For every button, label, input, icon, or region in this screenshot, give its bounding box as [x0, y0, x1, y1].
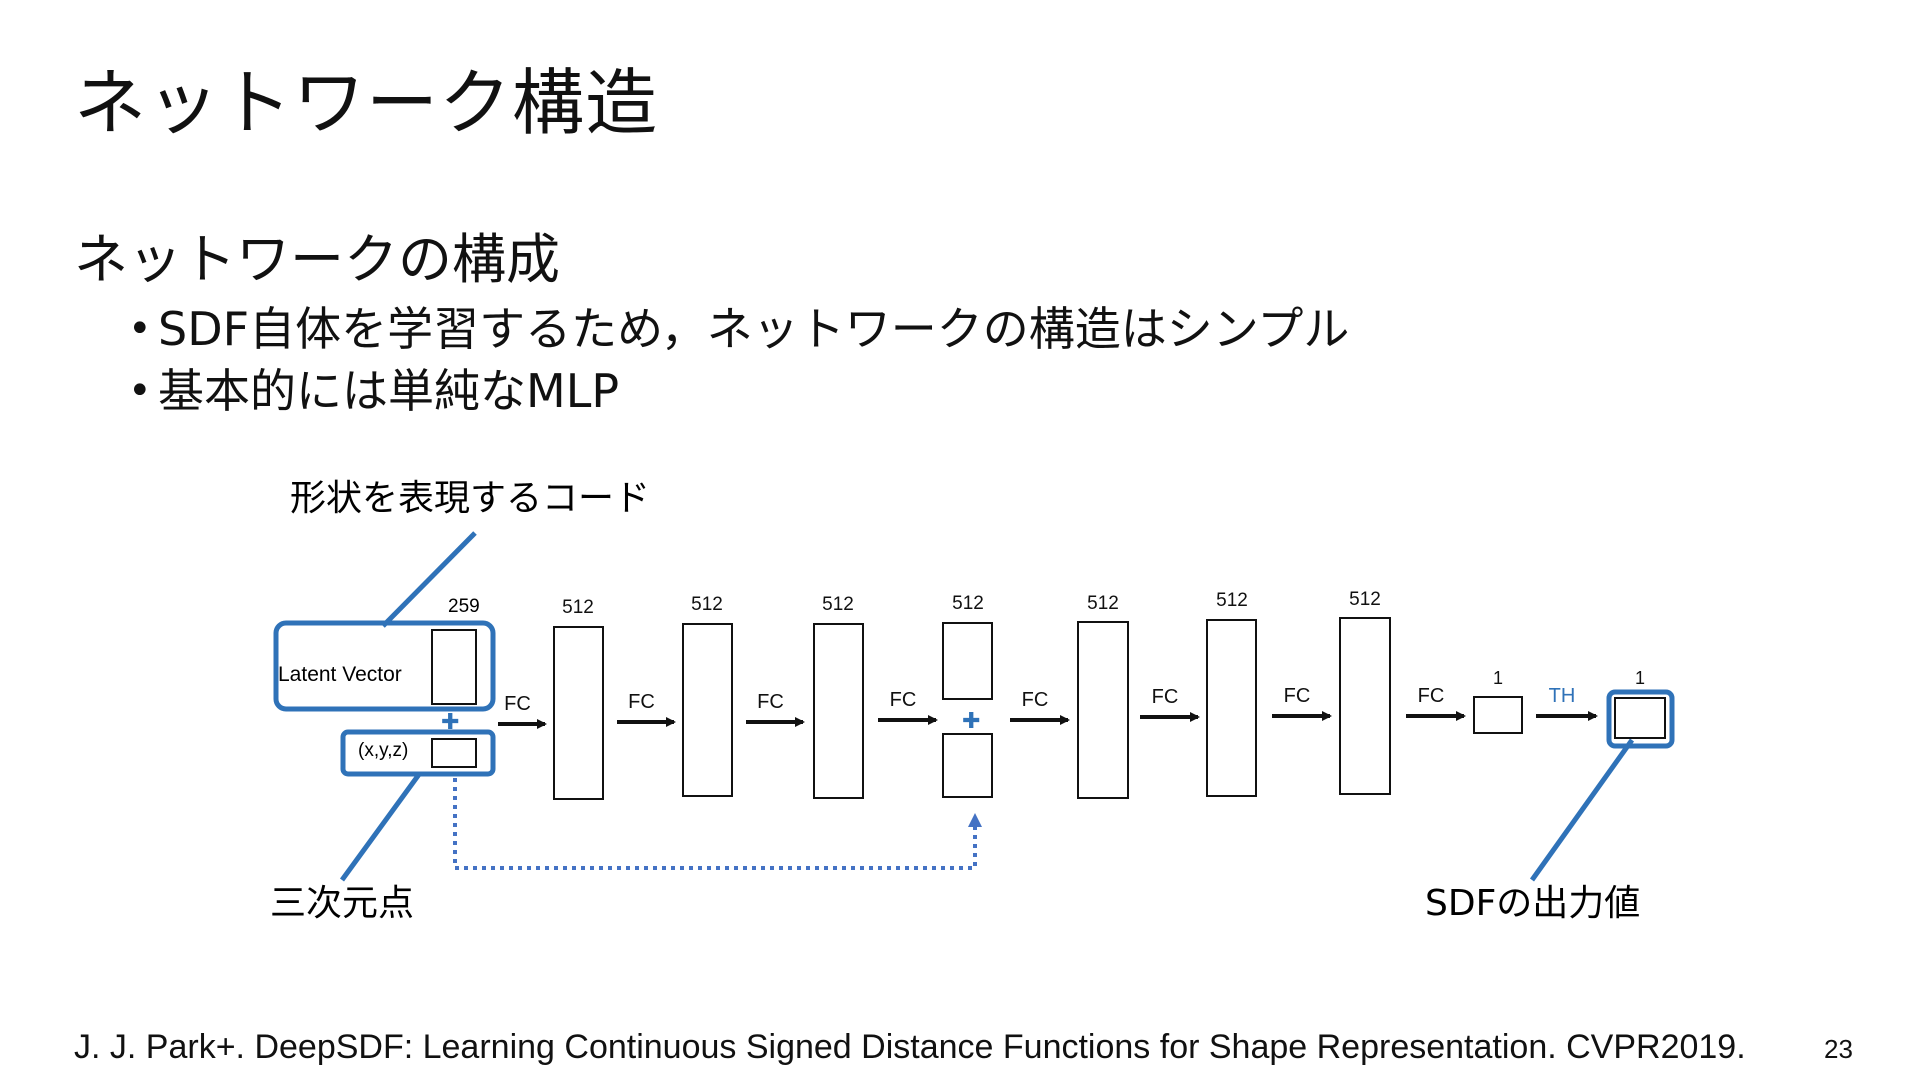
- fc-label: FC: [1418, 685, 1445, 707]
- layer-dim-label: 1: [1635, 668, 1645, 688]
- callout-latent-code: 形状を表現するコード: [290, 478, 650, 519]
- skip-layer-box-bottom: [942, 733, 993, 798]
- bullet-dot-icon: •: [128, 306, 152, 352]
- sdf-output-highlight: [1606, 689, 1675, 749]
- layer-stack: FC FC FC FC FC FC FC FC TH 512 512 512 512 512 512 512 1…: [498, 589, 1666, 800]
- xyz-label: (x,y,z): [358, 740, 408, 761]
- fc-label: FC: [1152, 686, 1179, 708]
- bullet-text: SDF自体を学習するため，ネットワークの構造はシンプル: [158, 302, 1350, 356]
- latent-vector-highlight: [273, 620, 496, 712]
- layer-dim-label: 512: [691, 594, 723, 615]
- fc-label: FC: [757, 691, 784, 713]
- bullet-item: • SDF自体を学習するため，ネットワークの構造はシンプル: [128, 298, 1349, 360]
- callout-sdf-output: SDFの出力値: [1425, 883, 1640, 924]
- fc-output-box: [1473, 696, 1523, 734]
- citation: J. J. Park+. DeepSDF: Learning Continuou…: [74, 1028, 1746, 1066]
- fc-label: FC: [628, 691, 655, 713]
- fc-label: FC: [890, 689, 917, 711]
- latent-vector-box: [431, 629, 477, 705]
- fc-layer-box: [1077, 621, 1129, 799]
- concat-plus-icon: ✚: [441, 709, 459, 734]
- fc-layer-box: [813, 623, 864, 799]
- latent-dim-label: 259: [448, 596, 480, 617]
- fc-label: FC: [1022, 689, 1049, 711]
- bullet-list: • SDF自体を学習するため，ネットワークの構造はシンプル • 基本的には単純な…: [128, 298, 1349, 422]
- callout-3d-point: 三次元点: [270, 883, 414, 924]
- fc-layer-box: [553, 626, 604, 800]
- page-number: 23: [1824, 1034, 1853, 1064]
- fc-label: FC: [1284, 685, 1311, 707]
- skip-layer-box-top: [942, 622, 993, 700]
- point-callout-leader: [339, 771, 423, 882]
- skip-connection-arrow: [453, 778, 982, 870]
- xyz-highlight: [340, 729, 496, 777]
- fc-layer-box: [1206, 619, 1257, 797]
- sdf-callout-leader: [1529, 738, 1635, 882]
- latent-callout-leader: [381, 531, 477, 628]
- th-label: TH: [1549, 685, 1576, 707]
- fc-layer-box: [682, 623, 733, 797]
- bullet-text: 基本的には単純なMLP: [158, 364, 620, 418]
- layer-dim-label: 512: [1216, 590, 1248, 611]
- latent-vector-label: Latent Vector: [278, 663, 402, 686]
- skip-plus-icon: ✚: [962, 708, 980, 733]
- fc-layer-box: [1339, 617, 1391, 795]
- fc-label: FC: [504, 693, 531, 715]
- sdf-output-box: [1614, 697, 1666, 739]
- layer-dim-label: 1: [1493, 668, 1503, 688]
- layer-dim-label: 512: [952, 593, 984, 614]
- layer-dim-label: 512: [562, 597, 594, 618]
- bullet-item: • 基本的には単純なMLP: [128, 360, 1349, 422]
- layer-dim-label: 512: [1087, 593, 1119, 614]
- bullet-dot-icon: •: [128, 368, 152, 414]
- slide-title: ネットワーク構造: [74, 61, 659, 145]
- section-heading: ネットワークの構成: [74, 228, 560, 291]
- xyz-box: [431, 738, 477, 768]
- layer-dim-label: 512: [1349, 589, 1381, 610]
- layer-dim-label: 512: [822, 594, 854, 615]
